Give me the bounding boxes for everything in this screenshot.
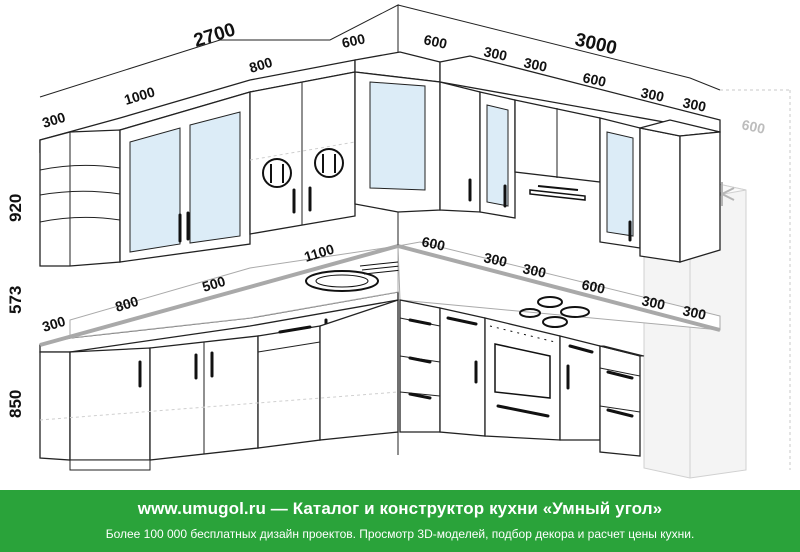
dim-base-300-b: 300 xyxy=(521,260,547,281)
dim-base-300-c: 300 xyxy=(640,292,666,313)
dim-top-300-b: 300 xyxy=(522,54,548,75)
dim-fridge-600: 600 xyxy=(740,116,766,137)
promo-banner: www.umugol.ru — Каталог и конструктор ку… xyxy=(0,490,800,552)
upper-cabinets-right xyxy=(439,55,721,263)
dim-base-300-a: 300 xyxy=(482,249,508,270)
base-cabinets-left xyxy=(39,299,399,471)
dim-base-800: 800 xyxy=(113,293,140,315)
dim-top-600-right: 600 xyxy=(422,31,448,52)
dim-height-upper: 920 xyxy=(6,194,25,222)
kitchen-drawing: 2700 3000 600 800 1000 300 600 300 300 6… xyxy=(6,4,791,479)
dim-height-base: 850 xyxy=(6,390,25,418)
dim-top-800: 800 xyxy=(247,54,274,76)
dim-top-600-left: 600 xyxy=(340,30,366,51)
cooktop-icon xyxy=(519,296,590,328)
sink-icon xyxy=(305,261,403,292)
dim-base-600-a: 600 xyxy=(420,233,446,254)
dim-base-300: 300 xyxy=(40,313,67,335)
dim-top-1000: 1000 xyxy=(122,83,157,107)
dim-top-300-c: 300 xyxy=(639,84,665,105)
dim-top-300-d: 300 xyxy=(681,94,707,115)
dim-wall-right-total: 3000 xyxy=(573,29,619,59)
range-hood-icon xyxy=(529,185,586,201)
dim-base-600-b: 600 xyxy=(580,276,606,297)
oven-icon xyxy=(484,317,561,441)
upper-cabinets-left xyxy=(39,59,356,267)
banner-subtitle: Более 100 000 бесплатных дизайн проектов… xyxy=(105,527,695,541)
dim-top-300-a: 300 xyxy=(482,43,508,64)
plate-cutlery-icon xyxy=(262,158,292,188)
dim-base-500: 500 xyxy=(200,273,227,295)
countertop-right xyxy=(397,241,721,332)
banner-title[interactable]: www.umugol.ru — Каталог и конструктор ку… xyxy=(137,499,663,518)
upper-corner-cabinet xyxy=(354,51,441,213)
base-cabinets-right xyxy=(399,299,645,457)
dim-top-300-left: 300 xyxy=(40,109,67,131)
plate-cutlery-icon xyxy=(314,148,344,178)
dim-base-300-d: 300 xyxy=(681,302,707,323)
dim-height-gap: 573 xyxy=(6,286,25,314)
dim-wall-left-total: 2700 xyxy=(191,19,238,51)
countertop-left xyxy=(39,244,403,353)
dim-top-600-c: 600 xyxy=(581,69,607,90)
dimension-labels: 2700 3000 600 800 1000 300 600 300 300 6… xyxy=(6,19,767,418)
